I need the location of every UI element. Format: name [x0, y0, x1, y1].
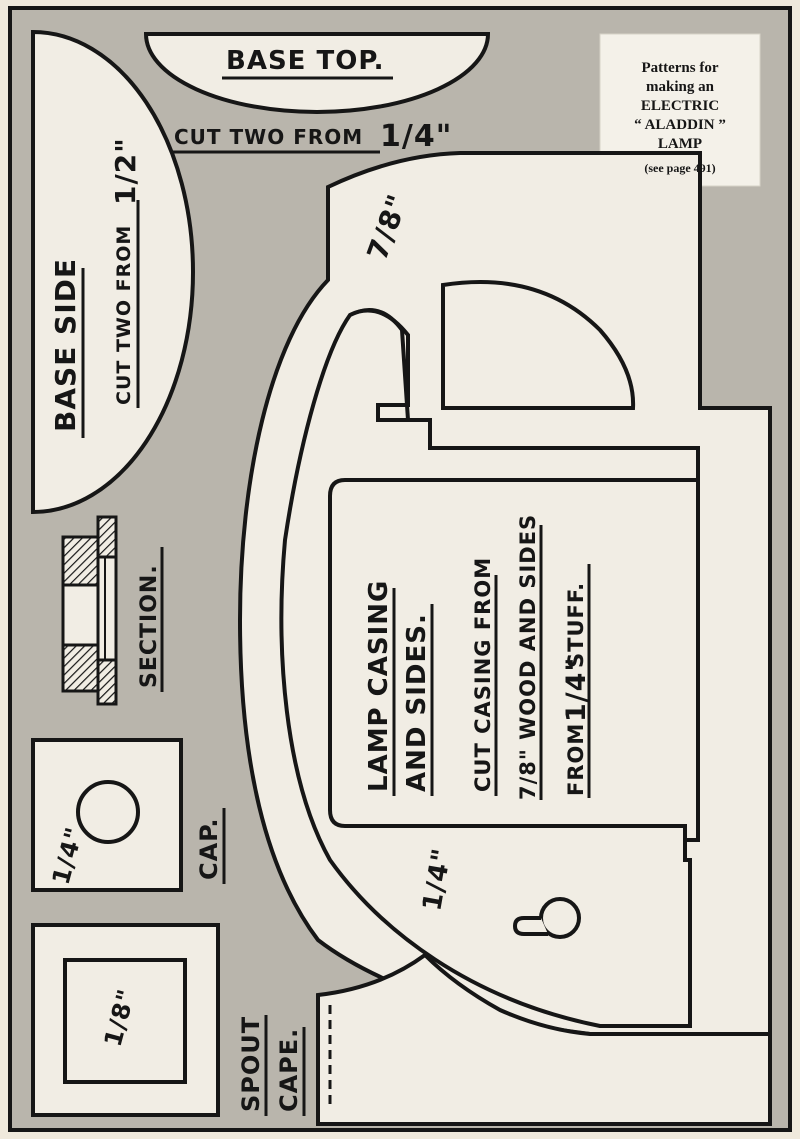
- base-side-label: BASE SIDE: [49, 258, 82, 432]
- lamp-instr-line3-b: 1/4": [561, 656, 592, 722]
- spout-cape-inner-square: [63, 958, 187, 1084]
- notice-line5: LAMP: [658, 136, 702, 152]
- lamp-instr-line2: 7/8" WOOD AND SIDES: [516, 514, 540, 800]
- section-drawing: [61, 515, 118, 706]
- cap-hole: [76, 780, 140, 844]
- notice-line3: ELECTRIC: [641, 98, 719, 114]
- base-side-piece: [31, 29, 195, 515]
- base-side-fraction: 1/2": [109, 137, 142, 205]
- lamp-instr-line1: CUT CASING FROM: [471, 557, 495, 792]
- spout-cape-label-line2: CAPE.: [275, 1028, 303, 1112]
- casing-inner-wall: [279, 308, 700, 1028]
- base-top-instruction: CUT TWO FROM: [174, 125, 363, 149]
- base-top-fraction: 1/4": [380, 119, 452, 154]
- section-label: SECTION.: [137, 564, 162, 688]
- keyhole-slot: [512, 916, 548, 936]
- base-top-label: BASE TOP.: [226, 46, 384, 76]
- cap-label: CAP.: [195, 818, 223, 881]
- handle-slot: [349, 308, 410, 422]
- inner-panel: [328, 478, 700, 842]
- notice-line1: Patterns for: [641, 60, 718, 76]
- spout-cape-label-line1: SPOUT: [237, 1016, 265, 1112]
- base-top-piece: [143, 32, 491, 114]
- quarter-disc-cutout: [441, 280, 636, 410]
- notice-line6: (see page 491): [644, 161, 715, 175]
- lamp-label-line2: AND SIDES.: [402, 613, 432, 792]
- lamp-instr-line3-a: FROM: [564, 723, 588, 796]
- notice-line2: making an: [646, 79, 715, 95]
- base-side-instruction: CUT TWO FROM: [113, 225, 135, 405]
- lamp-instr-line3-c: STUFF.: [564, 582, 588, 668]
- lamp-label-line1: LAMP CASING: [364, 580, 394, 792]
- notice-line4: “ ALADDIN ”: [634, 117, 726, 133]
